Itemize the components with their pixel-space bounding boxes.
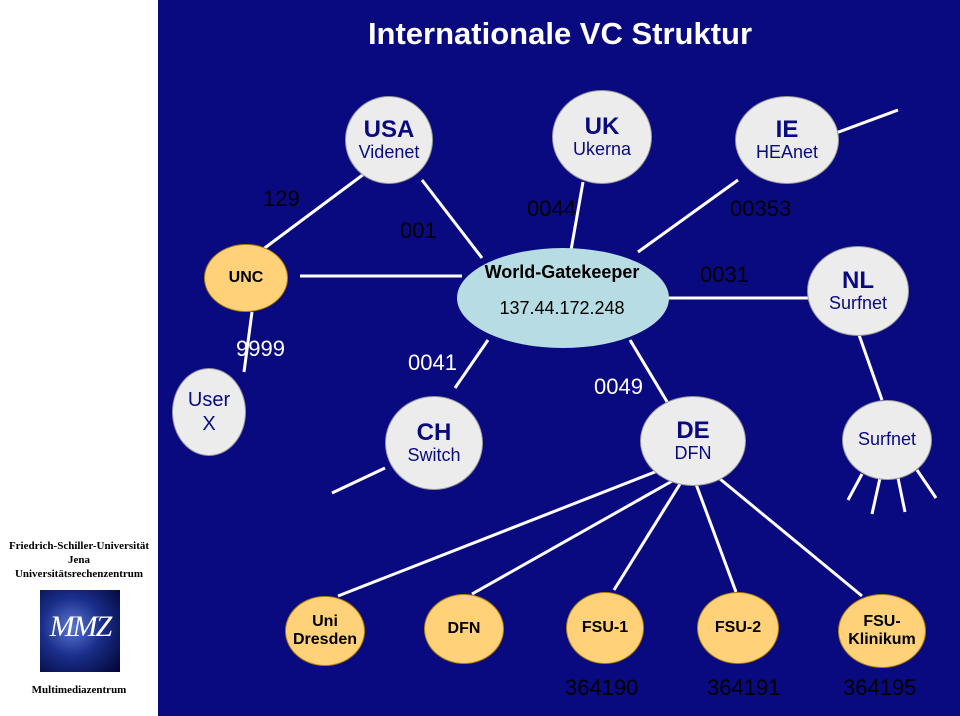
node-dresden-line1: Uni <box>312 612 338 630</box>
multimediazentrum-label: Multimediazentrum <box>31 684 127 696</box>
node-ie-sub: HEAnet <box>755 141 819 162</box>
node-de-title: DE <box>676 416 710 444</box>
node-nl-sub: Surfnet <box>828 292 888 313</box>
node-user-line2: X <box>202 413 216 435</box>
prefix-9999: 9999 <box>236 336 285 361</box>
gatekeeper-title: World-Gatekeeper <box>484 262 640 282</box>
line-surfnet-spoke-4 <box>915 469 938 499</box>
prefix-00353: 00353 <box>730 196 792 221</box>
node-world-gatekeeper <box>457 248 669 348</box>
prefix-001: 001 <box>400 218 437 243</box>
university-city: Jena <box>68 554 90 566</box>
line-user-unc <box>242 311 254 373</box>
node-surfnet: Surfnet <box>842 400 932 480</box>
node-klinikum-line1: FSU- <box>863 612 901 630</box>
node-usa: USA Videnet <box>345 96 433 184</box>
node-de-sub: DFN <box>674 442 712 463</box>
slide-title: Internationale VC Struktur <box>367 16 753 51</box>
extension-fsu2: 364191 <box>707 675 781 700</box>
line-uk-gatekeeper <box>568 181 585 257</box>
node-uk-sub: Ukerna <box>572 138 632 159</box>
line-gatekeeper-ch <box>453 339 490 389</box>
node-ch-title: CH <box>416 418 452 446</box>
node-fsu-2: FSU-2 <box>697 592 779 664</box>
extension-klinikum: 364195 <box>843 675 917 700</box>
line-ie-gatekeeper <box>637 178 739 254</box>
prefix-0041: 0041 <box>408 350 457 375</box>
line-nl-surfnet <box>856 331 884 401</box>
gatekeeper-ip: 137.44.172.248 <box>499 298 625 318</box>
line-de-dresden <box>337 468 661 598</box>
node-dresden-line2: Dresden <box>292 631 358 648</box>
line-surfnet-spoke-1 <box>846 473 864 501</box>
node-ch: CH Switch <box>385 396 483 490</box>
node-ie: IE HEAnet <box>735 96 839 184</box>
node-uni-dresden: Uni Dresden <box>285 596 365 666</box>
line-de-dfn <box>471 478 675 596</box>
node-ch-sub: Switch <box>407 444 461 465</box>
node-usa-sub: Videnet <box>358 141 420 162</box>
prefix-0044: 0044 <box>527 196 576 221</box>
node-user-x: User X <box>172 368 246 456</box>
node-klinikum-line2: Klinikum <box>848 631 916 648</box>
node-fsu1-title: FSU-1 <box>581 618 629 636</box>
node-surfnet-title: Surfnet <box>857 429 917 450</box>
prefix-129: 129 <box>263 186 300 211</box>
node-user-line1: User <box>187 389 231 411</box>
university-department: Universitätsrechenzentrum <box>14 568 144 580</box>
line-surfnet-spoke-2 <box>870 477 882 515</box>
extension-fsu1: 364190 <box>565 675 639 700</box>
line-ie-out <box>835 108 899 135</box>
line-ch-out <box>331 466 386 495</box>
node-nl: NL Surfnet <box>807 246 909 336</box>
node-uk-title: UK <box>584 112 620 140</box>
node-de: DE DFN <box>640 396 746 486</box>
node-usa-title: USA <box>363 115 415 143</box>
node-dfn-title: DFN <box>447 619 481 637</box>
line-unc-usa <box>261 166 373 252</box>
node-fsu-1: FSU-1 <box>566 592 644 664</box>
node-nl-title: NL <box>842 266 874 294</box>
prefix-0031: 0031 <box>700 262 749 287</box>
node-fsu2-title: FSU-2 <box>714 618 762 636</box>
node-dfn: DFN <box>424 594 504 664</box>
line-gatekeeper-de <box>628 339 674 411</box>
node-unc: UNC <box>204 244 288 312</box>
node-unc-title: UNC <box>228 268 264 286</box>
line-de-fsu2 <box>694 483 738 593</box>
node-fsu-klinikum: FSU- Klinikum <box>838 594 926 668</box>
prefix-0049: 0049 <box>594 374 643 399</box>
line-de-klinikum <box>713 472 863 598</box>
university-name: Friedrich-Schiller-Universität <box>8 540 150 552</box>
line-usa-gatekeeper <box>420 179 484 259</box>
node-ie-title: IE <box>775 115 799 143</box>
line-surfnet-spoke-3 <box>896 477 907 513</box>
mmz-logo-text: MMZ <box>49 610 113 643</box>
mmz-logo: MMZ <box>40 590 120 672</box>
line-de-fsu1 <box>612 483 682 591</box>
node-uk: UK Ukerna <box>552 90 652 184</box>
